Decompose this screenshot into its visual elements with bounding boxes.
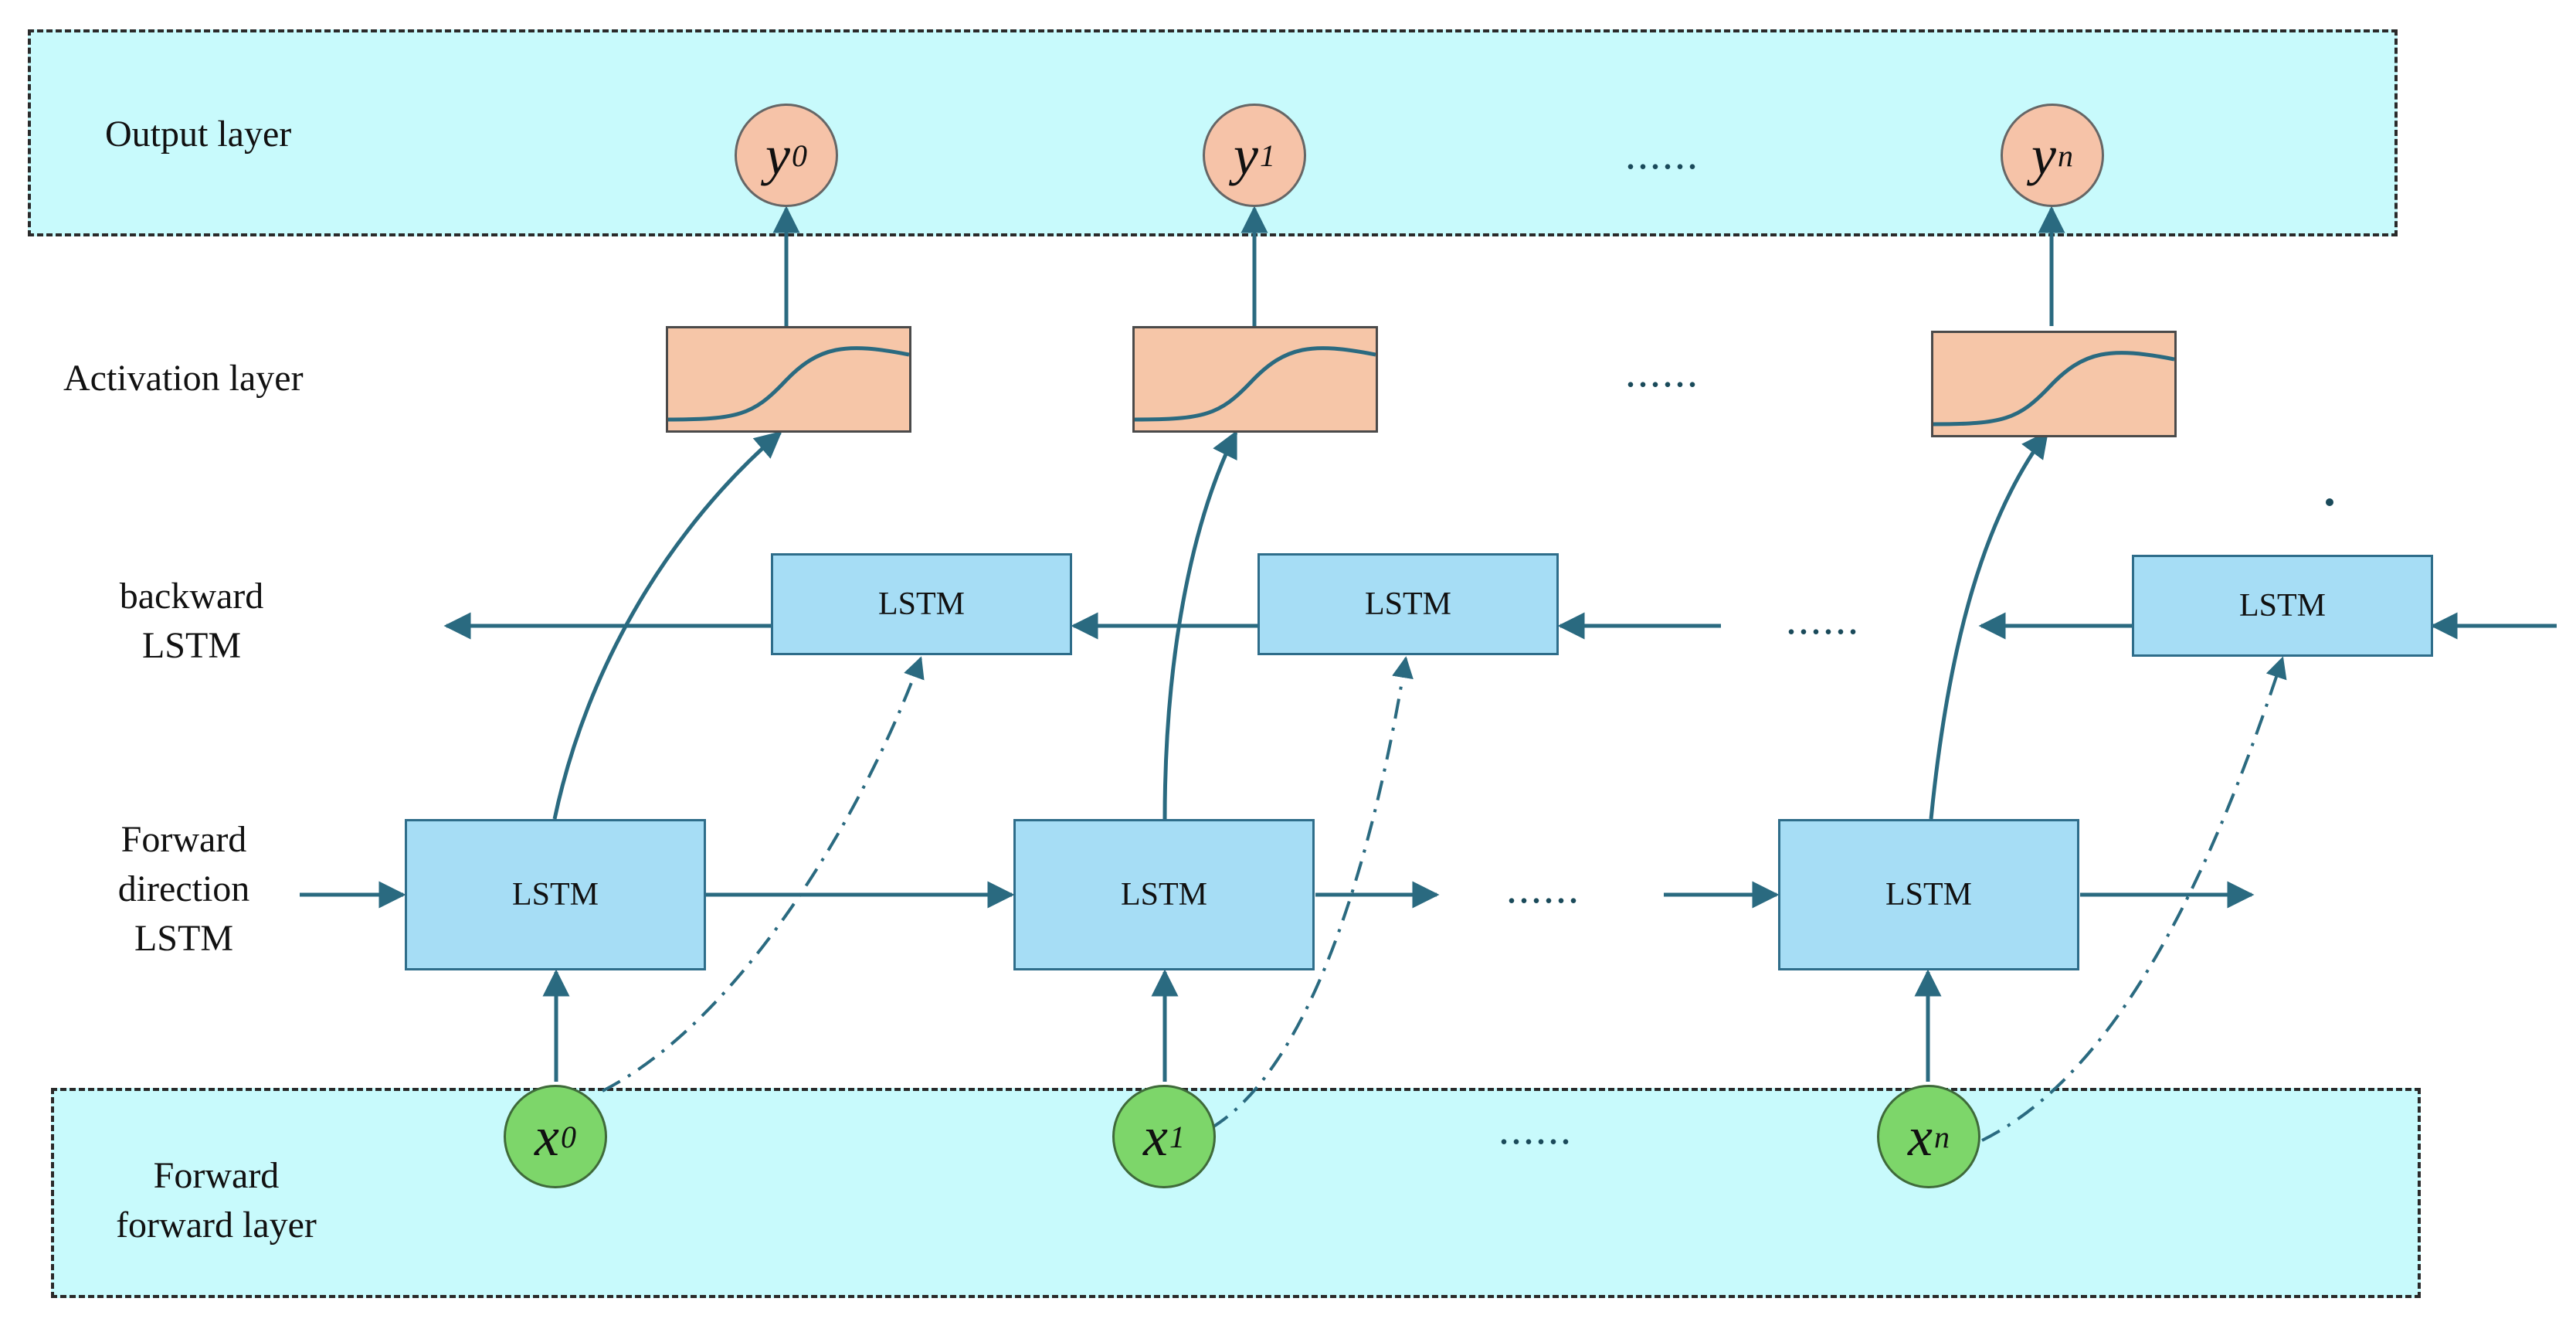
input-label-line2: forward layer (116, 1205, 317, 1246)
backward-lstm-label-line1: backward (119, 576, 264, 617)
sigmoid-icon (1135, 346, 1376, 422)
output-node-n-base: y (2031, 124, 2056, 186)
output-node-1-base: y (1234, 124, 1258, 186)
backward-lstm-label-line2: LSTM (141, 625, 241, 666)
sigmoid-icon (668, 346, 909, 422)
stray-dot (2326, 498, 2333, 506)
input-node-1-sub: 1 (1169, 1119, 1185, 1154)
sigmoid-icon (1933, 351, 2174, 427)
curve-flstmn-to-actn (1929, 430, 2049, 820)
input-node-0-sub: 0 (560, 1119, 576, 1154)
ellipsis-forward: ...... (1506, 865, 1580, 912)
backward-lstm-cell-0: LSTM (771, 553, 1072, 655)
input-layer-label: Forward forward layer (93, 1151, 340, 1250)
backward-lstm-label: backward LSTM (83, 572, 300, 671)
ellipsis-backward: ...... (1786, 596, 1860, 644)
forward-label-line1: Forward (120, 819, 247, 860)
curve-flstm1-to-act1 (1162, 430, 1238, 820)
activation-box-n (1931, 331, 2177, 437)
ellipsis-output: ...... (1625, 131, 1699, 178)
output-node-0-sub: 0 (791, 138, 807, 173)
activation-box-0 (666, 326, 911, 433)
forward-label-line2: direction (117, 868, 250, 909)
backward-lstm-cell-1: LSTM (1257, 553, 1559, 655)
input-label-line1: Forward (153, 1155, 280, 1196)
activation-box-1 (1132, 326, 1378, 433)
forward-label-line3: LSTM (134, 918, 233, 959)
forward-direction-lstm-label: Forward direction LSTM (83, 815, 284, 963)
input-node-n-sub: n (1933, 1119, 1950, 1154)
ellipsis-input: ...... (1498, 1106, 1573, 1154)
input-node-n-base: x (1908, 1105, 1933, 1167)
backward-lstm-cell-n: LSTM (2132, 555, 2433, 657)
output-node-n-sub: n (2057, 138, 2073, 173)
input-layer-band (51, 1088, 2421, 1298)
input-node-1-base: x (1143, 1105, 1168, 1167)
forward-lstm-cell-1: LSTM (1013, 819, 1315, 970)
activation-layer-label: Activation layer (63, 358, 304, 399)
dashdot-x1-to-blstm1 (1210, 656, 1414, 1130)
forward-lstm-cell-n: LSTM (1778, 819, 2079, 970)
output-layer-label: Output layer (105, 114, 292, 155)
output-node-0-base: y (765, 124, 790, 186)
dashdot-xn-to-blstmn (1981, 656, 2287, 1142)
ellipsis-activation: ...... (1625, 348, 1699, 396)
dashdot-x0-to-blstm0 (602, 656, 925, 1093)
forward-lstm-cell-0: LSTM (405, 819, 706, 970)
output-node-1-sub: 1 (1259, 138, 1275, 173)
input-node-0-base: x (535, 1105, 559, 1167)
curve-flstm0-to-act0 (552, 430, 782, 820)
